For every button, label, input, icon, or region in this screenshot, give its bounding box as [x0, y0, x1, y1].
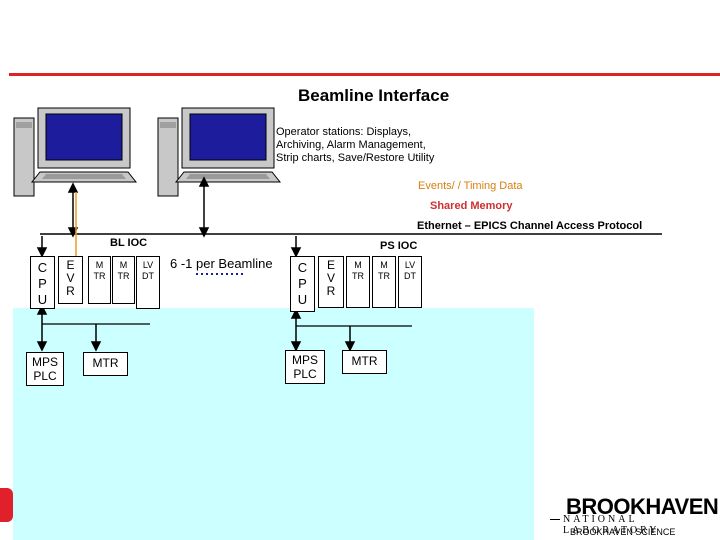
bl-lvdt-box: LV DT	[136, 256, 160, 309]
ps-evr-box: E V R	[318, 256, 344, 308]
brookhaven-logo: BROOKHAVEN	[566, 494, 719, 519]
bl-mtr2-box: M TR	[112, 256, 135, 304]
network-panel	[13, 308, 534, 540]
ps-mps-plc-box: MPS PLC	[285, 350, 325, 384]
bl-mtr-box: MTR	[83, 352, 128, 376]
ps-cpu-box: C P U	[290, 256, 315, 312]
bsa-logo-fragment	[0, 488, 13, 522]
bl-evr-box: E V R	[58, 256, 83, 304]
ps-ioc-label: PS IOC	[380, 240, 418, 252]
page-title: Beamline Interface	[298, 86, 450, 105]
top-rule	[9, 73, 720, 76]
events-label: Events/ / Timing Data	[418, 180, 523, 192]
bl-cpu-box: C P U	[30, 256, 55, 309]
ps-mtr2-box: M TR	[372, 256, 396, 308]
ethernet-label: Ethernet – EPICS Channel Access Protocol	[417, 220, 643, 232]
multiplier-label: 6 -1 per Beamline	[170, 256, 273, 271]
workstation-icon-2	[157, 107, 282, 197]
workstation-icon-1	[13, 107, 138, 197]
brookhaven-science-label: BROOKHAVEN SCIENCE	[570, 527, 676, 537]
operator-stations-label: Operator stations: Displays, Archiving, …	[276, 126, 435, 164]
brookhaven-logo-rule-left	[550, 519, 560, 520]
ps-mtr1-box: M TR	[346, 256, 370, 308]
bl-ioc-label: BL IOC	[110, 237, 148, 249]
ps-mtr-box: MTR	[342, 350, 387, 374]
ps-lvdt-box: LV DT	[398, 256, 422, 308]
bl-mps-plc-box: MPS PLC	[26, 352, 64, 386]
bl-mtr1-box: M TR	[88, 256, 111, 304]
shared-memory-label: Shared Memory	[430, 200, 513, 212]
brookhaven-logo-subtitle: NATIONAL LABORATORY	[563, 514, 660, 536]
